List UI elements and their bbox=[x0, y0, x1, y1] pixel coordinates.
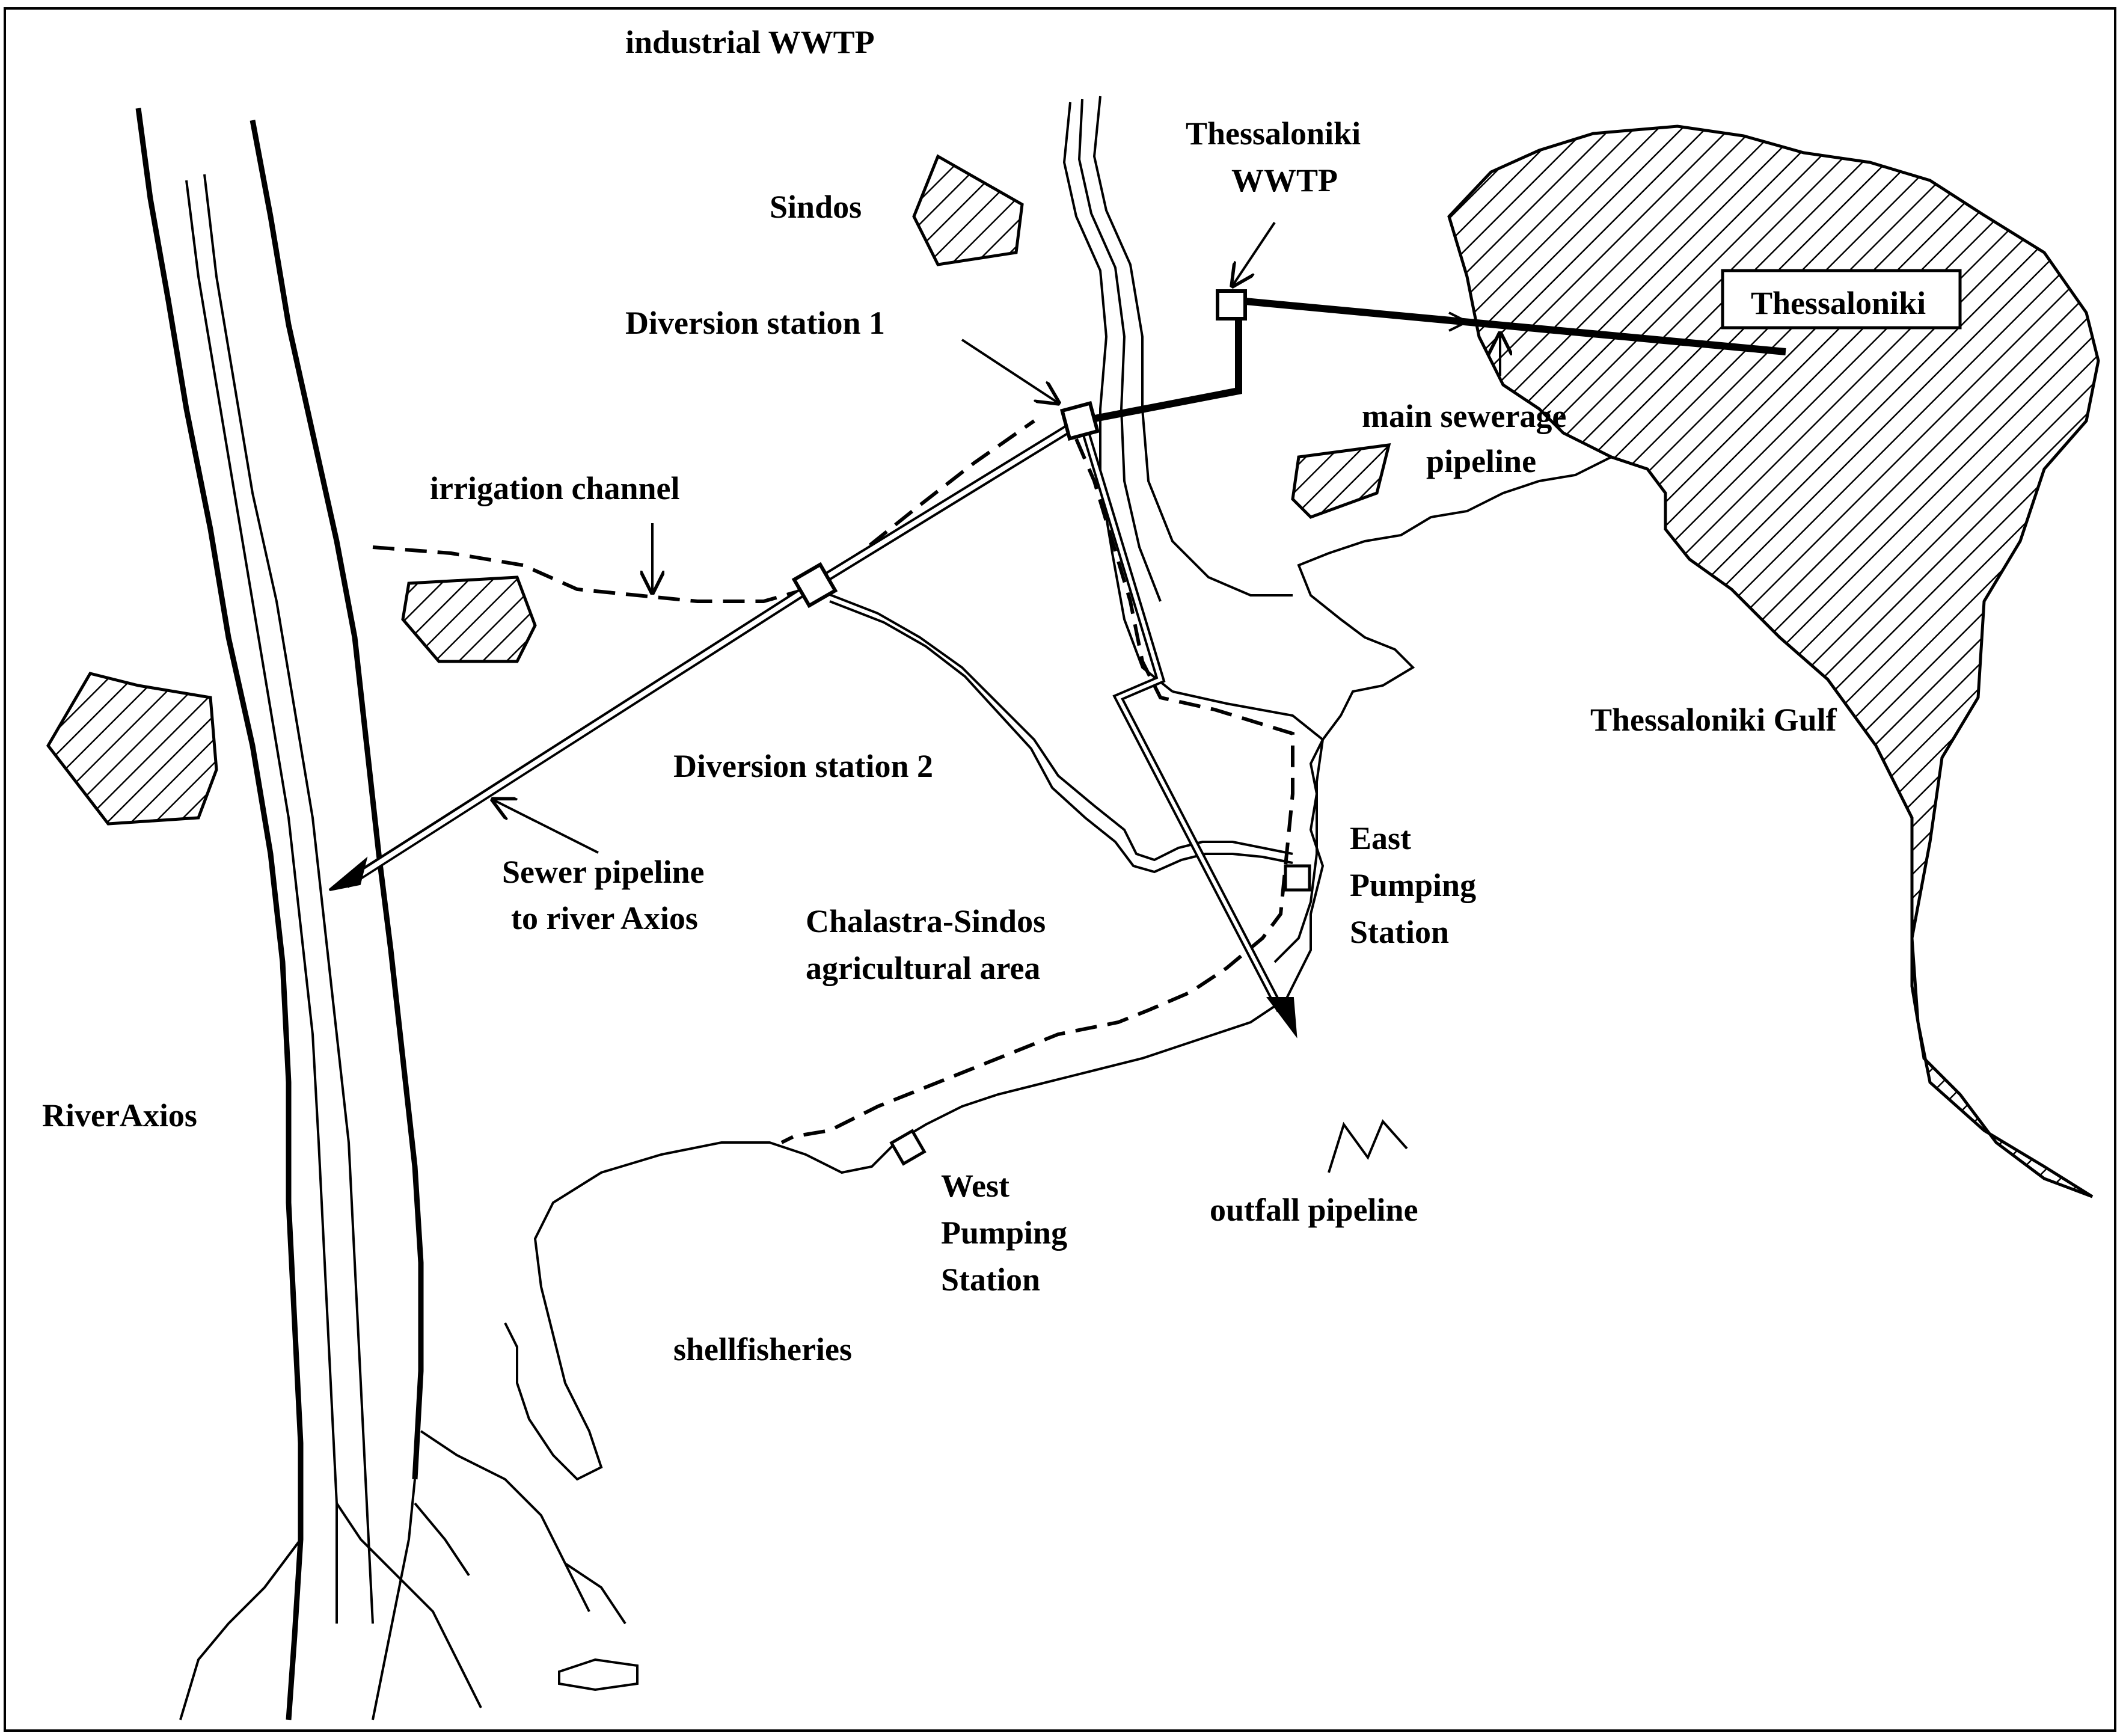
label-irrigation-channel: irrigation channel bbox=[430, 470, 680, 506]
agricultural-area-boundary bbox=[1172, 690, 1325, 963]
river-axios-inner-line-2 bbox=[203, 174, 374, 1624]
label-outfall-pipeline: outfall pipeline bbox=[1210, 1192, 1418, 1228]
label-industrial-wwtp: industrial WWTP bbox=[625, 24, 875, 60]
label-main-sewerage-2: pipeline bbox=[1426, 443, 1536, 479]
label-diversion-station-2: Diversion station 2 bbox=[673, 748, 933, 784]
dashed-line-to-west-pumping bbox=[780, 438, 1294, 1144]
thessaloniki-label-box bbox=[1721, 269, 1962, 330]
outfall-pipeline-arrowhead bbox=[1266, 997, 1297, 1038]
label-river-axios: RiverAxios bbox=[42, 1097, 197, 1133]
settlement-west-channel bbox=[401, 575, 537, 663]
thessaloniki-wwtp-marker bbox=[1216, 289, 1247, 321]
river-axios-east-bank bbox=[250, 120, 424, 1480]
river-axios-inner-line-1 bbox=[185, 180, 338, 1624]
pointer-diversion-station-1 bbox=[961, 339, 1058, 403]
label-west-pumping-2: Pumping bbox=[941, 1215, 1067, 1251]
main-sewerage-flow-arrow bbox=[1448, 311, 1470, 332]
pointer-thessaloniki-wwtp bbox=[1233, 221, 1276, 286]
label-thessaloniki-gulf: Thessaloniki Gulf bbox=[1590, 702, 1837, 738]
sewer-pipeline-arrowhead bbox=[328, 856, 368, 891]
gulf-coastline bbox=[504, 456, 1612, 1481]
outfall-pipeline-line bbox=[1078, 419, 1285, 1013]
label-sindos: Sindos bbox=[770, 189, 862, 225]
label-west-pumping-1: West bbox=[941, 1168, 1009, 1204]
label-thessaloniki: Thessaloniki bbox=[1751, 285, 1926, 321]
irrigation-channel-line bbox=[372, 419, 1035, 603]
river-delta-branches bbox=[179, 1430, 626, 1720]
label-east-pumping-2: Pumping bbox=[1350, 867, 1476, 903]
label-sewer-pipeline-2: to river Axios bbox=[511, 900, 698, 936]
stream-mid-line bbox=[1077, 99, 1162, 602]
main-sewerage-pipeline bbox=[1081, 297, 1786, 425]
settlement-west-axios bbox=[46, 672, 218, 826]
channel-div2-to-east-pumping bbox=[823, 591, 1293, 862]
outfall-zigzag-symbol bbox=[1328, 1119, 1408, 1173]
label-sewer-pipeline-1: Sewer pipeline bbox=[502, 854, 705, 890]
label-chalastra-2: agricultural area bbox=[806, 950, 1040, 986]
sindos-settlement bbox=[912, 154, 1024, 266]
west-pumping-station-marker bbox=[889, 1129, 927, 1166]
label-thessaloniki-wwtp-1: Thessaloniki bbox=[1186, 115, 1361, 152]
label-shellfisheries: shellfisheries bbox=[673, 1331, 852, 1367]
delta-island bbox=[558, 1658, 639, 1692]
thessaloniki-urban-area bbox=[1447, 124, 2100, 1198]
stream-west-bank bbox=[1062, 102, 1174, 693]
diversion-station-2-marker bbox=[791, 562, 838, 609]
label-east-pumping-1: East bbox=[1350, 820, 1411, 856]
label-west-pumping-3: Station bbox=[941, 1262, 1040, 1298]
label-east-pumping-3: Station bbox=[1350, 914, 1449, 950]
label-thessaloniki-wwtp-2: WWTP bbox=[1231, 162, 1338, 198]
diversion-station-1-marker bbox=[1059, 400, 1100, 441]
settlement-near-wwtp bbox=[1291, 443, 1391, 519]
map-frame bbox=[4, 7, 2116, 1732]
east-pumping-station-marker bbox=[1284, 864, 1311, 892]
label-chalastra-1: Chalastra-Sindos bbox=[806, 903, 1046, 939]
pointer-sewer-pipeline bbox=[493, 800, 599, 854]
river-axios-west-bank bbox=[135, 108, 304, 1720]
label-main-sewerage-1: main sewerage bbox=[1362, 398, 1566, 434]
label-diversion-station-1: Diversion station 1 bbox=[625, 305, 885, 341]
